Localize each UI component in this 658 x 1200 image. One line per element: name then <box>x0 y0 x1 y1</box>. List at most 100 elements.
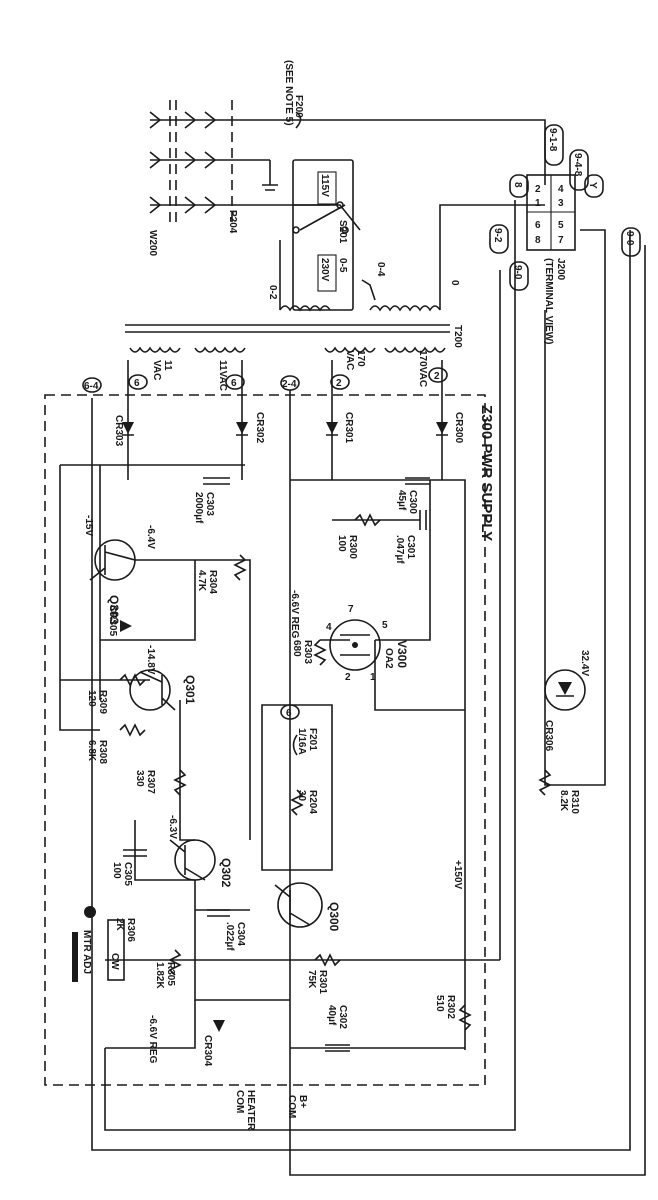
tag-8: 8 <box>512 182 523 188</box>
q300-label: Q300 <box>327 902 341 932</box>
cr304-symbol <box>213 1020 225 1032</box>
tag-9-4-8: 9-4-8 <box>572 153 583 177</box>
cr302-label: CR302 <box>254 412 265 444</box>
r300-symbol <box>354 513 381 527</box>
switch-s201-label: S201 <box>337 220 348 244</box>
meter-adj-label: MTR ADJ <box>81 930 92 974</box>
c301-label: C301.047µf <box>394 535 416 564</box>
q301-transistor <box>129 669 176 711</box>
winding-11vac-b: 11VAC <box>217 360 228 391</box>
q300-transistor <box>274 882 323 928</box>
cr304-label: CR304 <box>202 1035 213 1067</box>
r306-box <box>107 919 125 981</box>
q303-transistor <box>89 539 136 581</box>
v-14-8: -14.8V <box>145 645 156 675</box>
c302-symbol <box>325 1044 350 1052</box>
r204-symbol <box>290 789 304 816</box>
low-voltage-wires <box>59 230 631 1151</box>
output-heater: HEATERCOM <box>234 1090 256 1131</box>
c302-label: C30240µf <box>326 1005 348 1029</box>
tube-pin5: 5 <box>382 620 388 631</box>
r309-label: R309120 <box>86 690 108 714</box>
j200-pin-a: 2 <box>535 184 541 195</box>
output-b-plus: B+COM <box>286 1095 308 1118</box>
tag-9-0-a: 9-0 <box>512 265 523 280</box>
cr300-label: CR300 <box>453 412 464 444</box>
q302-transistor <box>169 839 216 881</box>
v-6-4: -6.4V <box>145 525 156 549</box>
winding-170vac-b: 170VAC <box>417 350 428 387</box>
v300-tube <box>329 619 381 671</box>
wire-tags <box>489 124 641 291</box>
marker-6b: 6 <box>231 378 237 389</box>
r301-symbol <box>314 953 341 967</box>
j200-pin-d: 3 <box>558 198 564 209</box>
q302-label: Q302 <box>219 858 233 888</box>
section-title: Z300 PWR SUPPLY <box>478 405 495 541</box>
fuse-f200-label: F200 <box>293 95 304 118</box>
z300-enclosure <box>44 394 486 1086</box>
transformer-secondaries <box>129 346 446 353</box>
r308-symbol <box>119 723 146 737</box>
transformer-t200-label: T200 <box>452 325 463 348</box>
j200-sub: (TERMINAL VIEW) <box>543 258 554 344</box>
c300-label: C30045µf <box>396 490 418 514</box>
transformer-primary <box>279 204 545 312</box>
r305-label: R3051.82K <box>154 962 176 989</box>
q303-label: Q303 <box>107 595 121 625</box>
r307-label: R307330 <box>134 770 156 794</box>
v-plus-150: +150V <box>452 860 463 890</box>
cr305-symbol <box>120 620 132 632</box>
reg-minus-6-6: -6.6V REG <box>147 1015 158 1064</box>
tag-9-0-b: 9-0 <box>624 231 635 246</box>
j200-pin-h: 7 <box>558 235 564 246</box>
r308-label: R3086.8K <box>86 740 108 764</box>
c303-label: C3032000µf <box>193 492 215 524</box>
r309-symbol <box>119 673 146 687</box>
tag-y: Y <box>587 182 598 189</box>
r310-label: R3108.2K <box>558 790 580 814</box>
node-0-2: 0-2 <box>267 285 278 300</box>
r306-label: R3062K <box>114 918 136 942</box>
r300-label: R300100 <box>336 535 358 559</box>
v300-label: V300 <box>395 640 409 668</box>
node-0: 0 <box>449 280 460 286</box>
c301-symbol <box>419 510 427 530</box>
marker-2-4: 2-4 <box>282 379 297 390</box>
cr305-label: CR305 <box>107 605 118 637</box>
reg-minus-6-6-v: -6.6V REG <box>289 590 300 639</box>
c304-symbol <box>207 909 230 917</box>
tube-pin2: 2 <box>345 672 351 683</box>
j200-pin-e: 6 <box>535 220 541 231</box>
v-6-3: -6.3V <box>167 815 178 839</box>
c304-label: C304.022µf <box>224 922 246 951</box>
j200-label: J200 <box>555 258 566 281</box>
winding-11vac-a: 11VAC <box>151 360 173 380</box>
j200-pin-c: 1 <box>535 198 541 209</box>
r304-label: R3044.7K <box>196 570 218 594</box>
node-0-4: 0-4 <box>375 262 386 277</box>
cr306-voltage: 32.4V <box>579 650 590 676</box>
tag-9-2: 9-2 <box>492 228 503 243</box>
j200-terminal <box>526 174 576 251</box>
cord-w200-label: W200 <box>147 230 158 257</box>
node-0-5: 0-5 <box>337 258 348 273</box>
switch-115v: 115V <box>319 174 330 197</box>
c303-symbol <box>203 477 230 485</box>
r303-symbol <box>313 639 327 666</box>
marker-2a: 2 <box>336 378 342 389</box>
high-voltage-wires <box>104 200 646 1176</box>
cord-p204-label: P204 <box>227 210 238 234</box>
r303-label: R303680 <box>291 640 313 664</box>
tube-pin7: 7 <box>348 604 354 615</box>
c305-label: C305100 <box>111 862 133 886</box>
marker-6-4: 6-4 <box>84 381 99 392</box>
v300-type: OA2 <box>383 648 394 669</box>
fuse-f200-note: (SEE NOTE 5) <box>283 60 294 126</box>
v-15: -15V <box>83 515 94 536</box>
meter-adjust-bar <box>72 932 78 982</box>
diodes <box>122 360 448 480</box>
f201-symbol <box>292 734 298 756</box>
r307-symbol <box>173 769 187 796</box>
